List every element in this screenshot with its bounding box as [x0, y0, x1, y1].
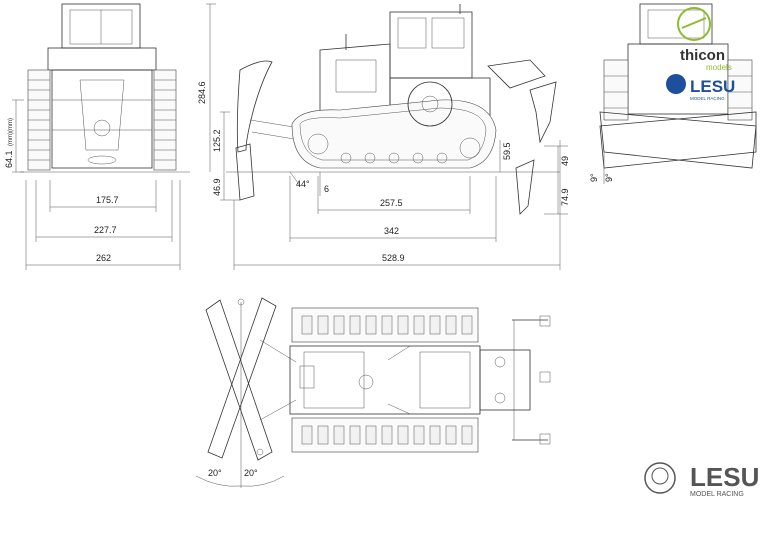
dim-rear-tilt-left: 9°	[589, 173, 599, 182]
thicon-logo: thicon models	[677, 7, 732, 72]
dim-front-width-262: 262	[96, 253, 111, 263]
dim-side-length-257: 257.5	[380, 198, 403, 208]
rear-view: 9° 9°	[589, 3, 757, 184]
dim-top-angle-right: 20°	[244, 468, 258, 478]
dim-rear-tilt-right: 9°	[604, 173, 614, 182]
side-ripper	[529, 81, 557, 144]
dim-front-height: 64.1	[4, 150, 14, 168]
front-track-left	[28, 79, 50, 161]
dim-front-width-175: 175.7	[96, 195, 119, 205]
side-view: 284.6 125.2 46.9 44° 6 257.5 342 528.9 5…	[197, 3, 570, 270]
side-track	[291, 99, 497, 169]
dim-side-angle-44: 44°	[296, 179, 310, 189]
top-view: 20° 20°	[195, 297, 551, 488]
dim-side-height-total: 284.6	[197, 81, 207, 104]
dim-side-ripper-49: 49	[560, 156, 570, 166]
lion-crest-icon	[644, 462, 676, 494]
lesu-logo-bottom-text: LESU	[690, 462, 759, 492]
dim-side-length-528: 528.9	[382, 253, 405, 263]
dim-side-ripper-74: 74.9	[560, 188, 570, 206]
thicon-logo-text: thicon	[680, 47, 725, 64]
lesu-logo-bottom-subtext: MODEL RACING	[690, 491, 744, 498]
dim-side-blade-height: 125.2	[212, 129, 222, 152]
rear-blade-tilt-a	[599, 111, 757, 169]
dim-side-ripper-59: 59.5	[502, 142, 512, 160]
lesu-logo-bottom: LESU MODEL RACING	[644, 462, 759, 498]
dim-side-blade-low: 46.9	[212, 178, 222, 196]
top-blade-left	[205, 299, 273, 461]
dim-side-clearance: 6	[324, 184, 329, 194]
thicon-logo-subtext: models	[706, 63, 732, 72]
rear-blade-tilt-b	[599, 111, 757, 169]
lesu-logo-top: LESU MODEL RACING	[666, 74, 735, 101]
lesu-logo-top-text: LESU	[690, 77, 735, 96]
dim-side-length-342: 342	[384, 226, 399, 236]
lesu-logo-top-subtext: MODEL RACING	[690, 96, 725, 101]
side-blade	[236, 60, 273, 153]
lesu-globe-icon	[666, 74, 686, 94]
dim-front-width-227: 227.7	[94, 225, 117, 235]
top-blade-right	[207, 297, 277, 459]
thicon-logo-icon	[677, 7, 711, 41]
side-sprocket	[407, 81, 453, 127]
dim-front-height-note: (mm)(mm)	[8, 118, 14, 146]
front-view: 64.1 (mm)(mm) 175.7 227.7 262	[4, 3, 190, 270]
dim-top-angle-left: 20°	[208, 468, 222, 478]
front-track-right	[154, 79, 176, 161]
